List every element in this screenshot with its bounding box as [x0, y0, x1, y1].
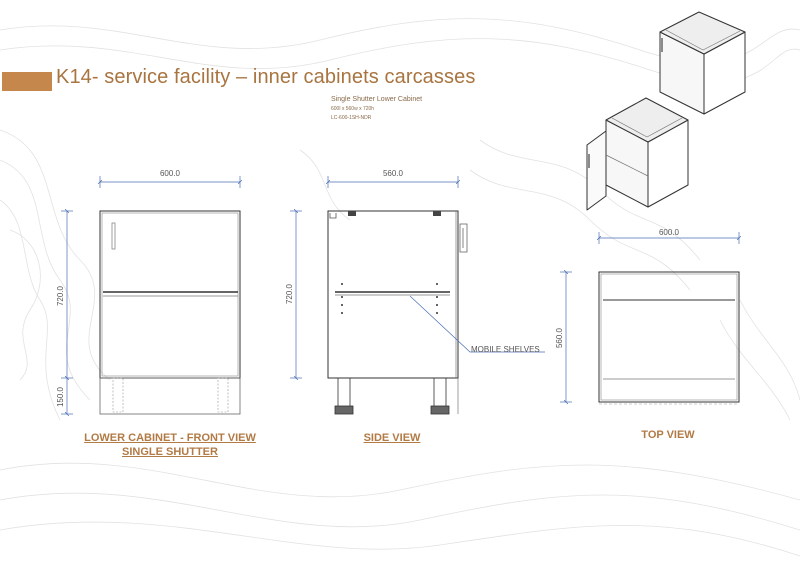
top-view: 600.0 560.0: [555, 228, 740, 405]
side-height-dimension: [290, 211, 302, 378]
cabinet-size: 600l x 560w x 720h: [331, 106, 375, 112]
cabinet-name: Single Shutter Lower Cabinet: [331, 96, 423, 103]
top-depth-label: 560.0: [555, 327, 564, 348]
front-carcass: [99, 210, 241, 415]
front-handle: [111, 222, 116, 250]
front-height-label: 720.0: [56, 285, 65, 306]
front-width-dimension: [100, 176, 240, 188]
side-legs: [334, 377, 450, 415]
side-depth-label: 560.0: [383, 169, 404, 178]
side-shelf-pins: [341, 283, 438, 314]
front-width-label: 600.0: [160, 169, 181, 178]
front-plinth-label: 150.0: [56, 386, 65, 407]
side-view: 560.0 720.0 MOBILE SHELVES: [285, 169, 545, 415]
front-view: 600.0 720.0 150.0: [56, 169, 240, 414]
mobile-shelves-leader: [409, 295, 545, 353]
front-height-dimension: [61, 211, 73, 414]
top-view-label: TOP VIEW: [641, 429, 695, 441]
front-view-sublabel: SINGLE SHUTTER: [122, 446, 218, 458]
side-depth-dimension: [328, 176, 458, 188]
top-carcass: [598, 271, 740, 405]
top-width-dimension: [599, 232, 739, 244]
side-door-handle: [459, 223, 468, 253]
front-legs: [112, 377, 229, 413]
mobile-shelves-label: MOBILE SHELVES: [471, 345, 540, 354]
side-height-label: 720.0: [285, 283, 294, 304]
cabinet-code: LC-600-1SH-NDR: [331, 115, 372, 121]
title-accent-bar: [2, 72, 52, 91]
isometric-closed-cabinet: [659, 11, 746, 115]
page-title: K14- service facility – inner cabinets c…: [56, 66, 476, 88]
front-view-label: LOWER CABINET - FRONT VIEW: [84, 432, 256, 444]
isometric-open-cabinet: [586, 97, 689, 211]
top-width-label: 600.0: [659, 228, 680, 237]
top-depth-dimension: [560, 272, 572, 402]
side-view-label: SIDE VIEW: [363, 432, 421, 444]
side-carcass: [327, 210, 459, 414]
